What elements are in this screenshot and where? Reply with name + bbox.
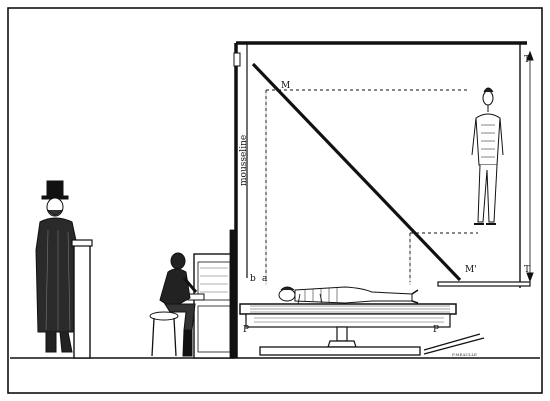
label-t-top: T [524, 55, 530, 65]
table [239, 303, 457, 356]
pianist [149, 252, 198, 357]
label-p-left: P [243, 325, 249, 335]
engraver-signature: F.MEAULLE [452, 352, 477, 357]
label-p-right: P [433, 325, 439, 335]
mirror-base-plate [437, 281, 531, 287]
screen-vertical-guides [265, 90, 411, 285]
railing-post [71, 239, 93, 359]
floor-ramp [423, 333, 485, 355]
outer-frame [7, 7, 543, 394]
diagonal-mirror [251, 60, 464, 282]
piano [187, 229, 237, 359]
reclining-figure [278, 286, 419, 305]
standing-figure [471, 87, 504, 225]
label-m-top: M [281, 81, 290, 91]
label-a: a [262, 274, 268, 284]
observer-figure [35, 180, 79, 353]
dashed-guides [265, 89, 478, 282]
label-m-bottom: M' [465, 265, 477, 275]
dimension-line-t [526, 50, 534, 283]
label-t-bottom: T [524, 265, 530, 275]
label-b: b [250, 274, 256, 284]
label-mousseline: mousseline [239, 135, 249, 186]
